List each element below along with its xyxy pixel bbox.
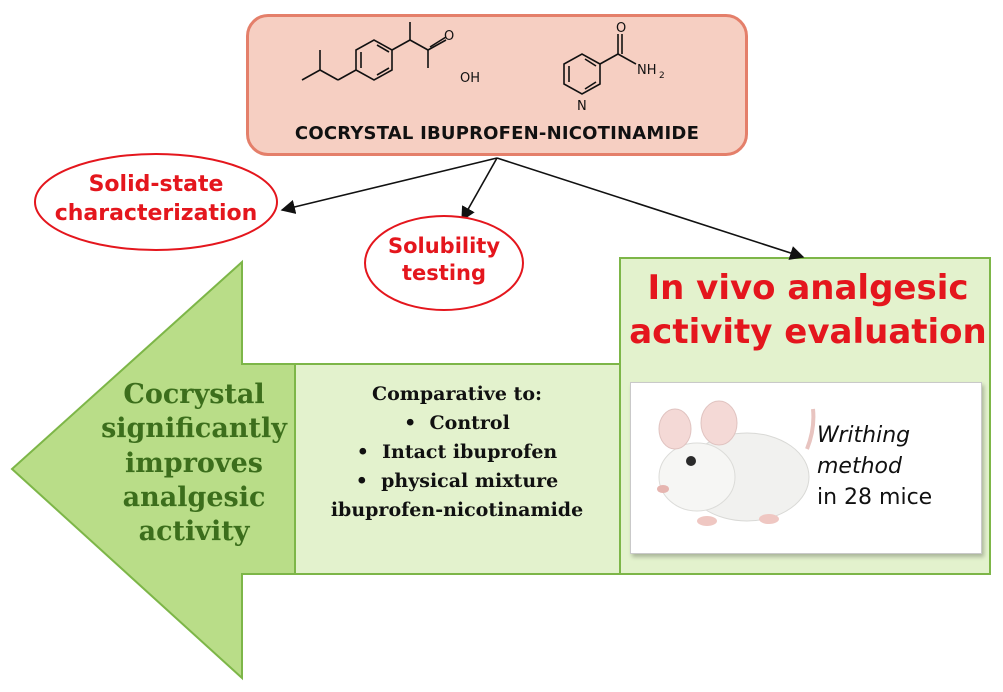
- solid-state-label: Solid-state characterization: [36, 171, 276, 228]
- method-line-2: method: [817, 453, 902, 479]
- nicotinamide-structure: [563, 34, 637, 95]
- nicotinamide-subscript: 2: [659, 71, 665, 81]
- comparison-last-line: ibuprofen-nicotinamide: [330, 498, 584, 521]
- cocrystal-title: COCRYSTAL IBUPROFEN-NICOTINAMIDE: [294, 123, 700, 144]
- solubility-label: Solubility testing: [366, 233, 522, 288]
- mouse-card: Writhing method in 28 mice: [630, 382, 982, 554]
- method-line-3: in 28 mice: [817, 484, 933, 510]
- ibuprofen-carbonyl-o: O: [444, 29, 454, 44]
- conclusion-line-2: significantly: [101, 413, 287, 445]
- comparison-list: Comparative to: Control Intact ibuprofen…: [298, 380, 616, 524]
- nicotinamide-nh-label: NH: [637, 63, 657, 78]
- solid-state-line-1: Solid-state: [88, 172, 224, 197]
- conclusion-line-1: Cocrystal: [123, 379, 265, 410]
- cocrystal-box: OH O O NH 2 N COCRYSTAL IBUPROFEN-NICOTI…: [246, 14, 748, 156]
- nicotinamide-n-label: N: [577, 99, 587, 114]
- comparison-item: Control: [298, 409, 616, 438]
- nicotinamide-carbonyl-o: O: [616, 21, 626, 36]
- ibuprofen-oh-label: OH: [460, 71, 480, 86]
- solubility-ellipse: [364, 215, 524, 311]
- conclusion-line-4: analgesic: [122, 481, 266, 513]
- connector-arrow-solid-state: [280, 157, 498, 214]
- in-vivo-title-line-2: activity evaluation: [629, 312, 987, 353]
- molecule-structures: OH O O NH 2 N: [301, 21, 665, 114]
- solubility-line-1: Solubility: [387, 234, 501, 258]
- method-line-1: Writhing: [817, 423, 911, 448]
- connector-arrow-solubility: [461, 157, 498, 222]
- ibuprofen-structure: [301, 22, 447, 81]
- connector-arrow-in-vivo: [496, 157, 805, 260]
- in-vivo-title-line-1: In vivo analgesic: [647, 268, 969, 308]
- solid-state-ellipse: [34, 153, 278, 251]
- comparison-heading: Comparative to:: [371, 383, 543, 405]
- comparison-item: physical mixture: [298, 467, 616, 496]
- in-vivo-title: In vivo analgesic activity evaluation: [622, 266, 994, 354]
- method-text: Writhing method in 28 mice: [817, 421, 932, 513]
- comparison-item: Intact ibuprofen: [298, 438, 616, 467]
- conclusion-text: Cocrystal significantly improves analges…: [96, 378, 292, 549]
- conclusion-line-5: activity: [138, 516, 250, 548]
- solubility-line-2: testing: [402, 261, 486, 286]
- conclusion-line-3: improves: [124, 447, 263, 479]
- solid-state-line-2: characterization: [54, 200, 258, 226]
- mouse-icon: [657, 400, 816, 526]
